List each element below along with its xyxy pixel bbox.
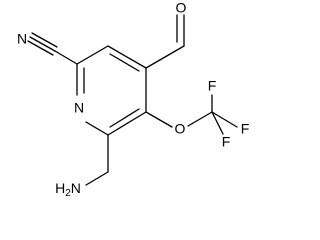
bond-nitrile-triple-3: [27, 40, 54, 56]
amine-label: H2N: [55, 180, 81, 199]
bond-cf3-f2: [211, 111, 238, 128]
bond-nitrile-triple-2: [31, 32, 58, 48]
amine-subscript: 2: [65, 188, 71, 199]
amine-h-label: H: [55, 180, 65, 196]
bond-c3-c4-inner: [109, 53, 140, 72]
bond-ch2-n: [85, 171, 109, 186]
bond-c5-c6: [107, 111, 147, 136]
atom-labels: N O N O F F F H2N: [17, 0, 249, 199]
aldehyde-oxygen-label: O: [176, 0, 187, 16]
bond-c5-c6-inner: [109, 108, 140, 128]
bond-cf3-f3: [211, 111, 224, 135]
bond-c3-c4: [107, 45, 147, 69]
bond-c2-cnitrile: [54, 50, 78, 65]
ring-nitrogen-label: N: [74, 100, 84, 116]
bonds: [27, 14, 238, 186]
bond-c2-c3: [76, 45, 109, 65]
bond-nitrile-triple-1: [29, 36, 56, 52]
nitrile-nitrogen-label: N: [17, 31, 27, 47]
fluorine-label-bottom: F: [222, 134, 231, 150]
molecule-structure: N O N O F F F H2N: [17, 0, 249, 199]
fluorine-label-top: F: [208, 78, 217, 94]
fluorine-label-right: F: [241, 121, 250, 137]
bond-c5-o: [145, 111, 173, 128]
amine-n: N: [71, 180, 81, 196]
ether-oxygen-label: O: [175, 121, 186, 137]
bond-o-cf3: [187, 111, 213, 127]
bond-c4-cho: [145, 45, 185, 69]
bond-c6-n1: [85, 121, 109, 136]
